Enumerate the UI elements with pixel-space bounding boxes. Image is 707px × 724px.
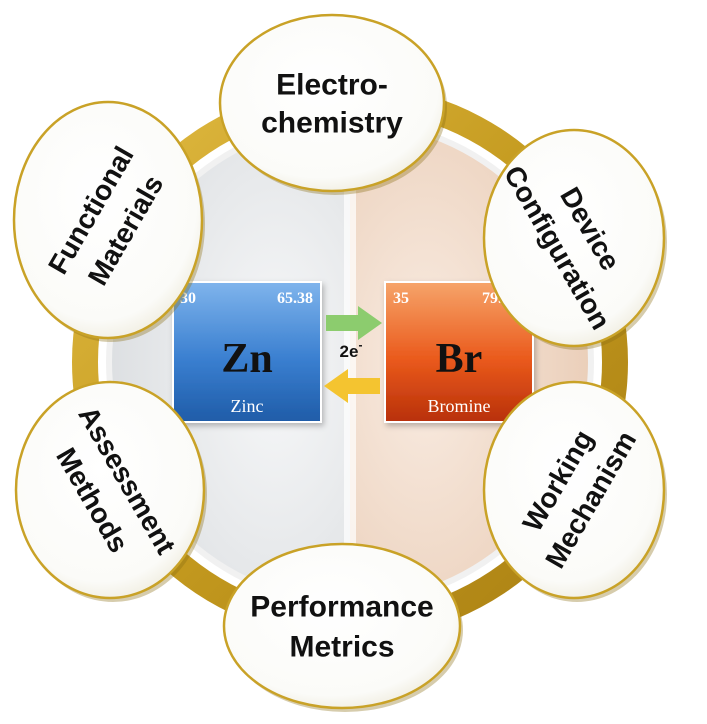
oval-shape [14,380,206,600]
topic-oval-electrochemistry: Electro-chemistry [218,13,447,195]
oval-shape [482,380,666,600]
topic-oval-assessment-methods: AssessmentMethods [14,380,207,602]
center-divider [344,124,356,600]
oval-shape [222,542,462,710]
zinc-atomic-number: 30 [180,290,196,307]
topic-label-line: Metrics [289,631,394,664]
topic-oval-functional-materials: FunctionalMaterials [12,100,205,342]
oval-shape [12,100,204,340]
topic-label-electrochemistry: Electro-chemistry [261,69,403,140]
arrow-left-icon [324,369,380,403]
zinc-element-box [172,281,322,423]
zinc-name: Zinc [231,396,264,416]
electron-label: 2e- [340,338,363,361]
topic-label-line: Electro- [276,69,388,102]
bromine-name: Bromine [428,396,491,416]
topic-oval-working-mechanism: WorkingMechanism [482,380,667,602]
topic-label-line: Performance [250,591,433,624]
zinc-symbol: Zn [221,336,272,382]
oval-shape [482,128,666,348]
arrow-right-icon [326,306,382,340]
topic-label-line: chemistry [261,107,403,140]
bromine-symbol: Br [436,336,483,382]
oval-shape [218,13,446,193]
topic-oval-device-configuration: DeviceConfiguration [482,128,667,350]
bromine-atomic-number: 35 [393,290,409,307]
zinc-atomic-mass: 65.38 [277,290,313,307]
topic-ovals: Electro-chemistryDeviceConfigurationWork… [12,13,667,712]
